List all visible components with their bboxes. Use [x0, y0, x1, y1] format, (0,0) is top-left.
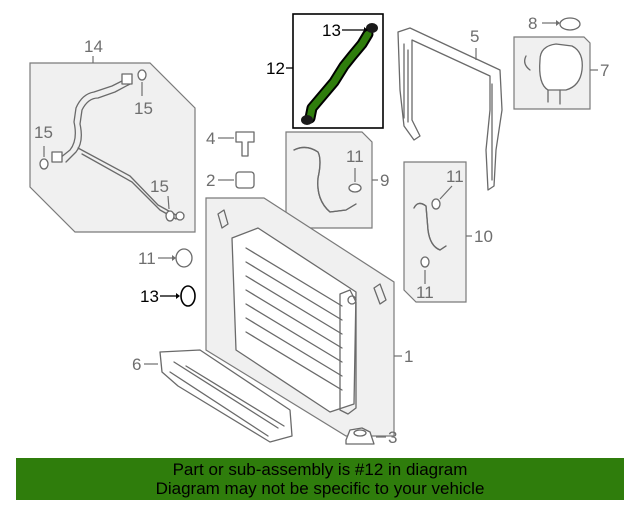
part-14-box: [29, 62, 196, 233]
leader-13a-arrow: [364, 27, 368, 33]
callout-15c[interactable]: 15: [150, 177, 169, 196]
callout-7[interactable]: 7: [600, 61, 609, 80]
leader-11d-arrow: [172, 255, 176, 261]
part-11-oring-a[interactable]: [348, 183, 362, 193]
part-5-frame: [397, 27, 503, 191]
part-11-oring-d[interactable]: [175, 248, 193, 268]
part-14-pipe-upper-b: [65, 83, 131, 163]
callout-13a[interactable]: 13: [322, 21, 341, 40]
banner-line-1: Part or sub-assembly is #12 in diagram: [172, 460, 468, 479]
leader-8-arrow: [556, 20, 560, 26]
part-15-oring-right[interactable]: [165, 210, 175, 222]
callout-4[interactable]: 4: [206, 129, 215, 148]
callout-8[interactable]: 8: [528, 14, 537, 33]
part-14-fitting-left: [51, 151, 63, 163]
part-1-side-tank: [339, 289, 357, 415]
callout-1[interactable]: 1: [404, 347, 413, 366]
part-12-hose[interactable]: [306, 30, 372, 122]
part-15-oring-left[interactable]: [39, 158, 49, 170]
part-4-clip[interactable]: [235, 131, 255, 157]
part-14-fitting-right: [175, 211, 185, 221]
callout-2[interactable]: 2: [206, 171, 215, 190]
callout-11a[interactable]: 11: [346, 147, 364, 166]
callout-10[interactable]: 10: [474, 227, 493, 246]
part-7-expansion-tank[interactable]: [524, 43, 583, 105]
part-9-hose-inner: [293, 146, 357, 213]
part-6-body: [159, 349, 293, 443]
part-1-inlet: [347, 295, 357, 305]
callout-5[interactable]: 5: [470, 27, 479, 46]
info-banner: Part or sub-assembly is #12 in diagram D…: [16, 458, 624, 500]
callout-13b[interactable]: 13: [140, 287, 159, 306]
leader-13b-arrow: [176, 293, 180, 299]
part-8-cap[interactable]: [559, 17, 581, 31]
leader-15c: [167, 195, 170, 210]
part-6-ribs: [169, 361, 285, 437]
part-1-core-fins: [245, 247, 343, 391]
callout-11c[interactable]: 11: [416, 283, 434, 302]
part-11-oring-b[interactable]: [431, 198, 441, 210]
part-2-bushing[interactable]: [235, 171, 255, 189]
callout-11b[interactable]: 11: [446, 167, 464, 186]
leader-11b: [439, 185, 453, 200]
callout-3[interactable]: 3: [388, 428, 397, 447]
part-10-hose-inner: [413, 202, 447, 251]
part-6-air-deflector[interactable]: [159, 349, 293, 443]
part-1-bracket-left: [217, 209, 229, 229]
banner-line-2: Diagram may not be specific to your vehi…: [155, 479, 485, 498]
callout-11d[interactable]: 11: [138, 249, 156, 268]
part-15-oring-top[interactable]: [137, 69, 147, 81]
callout-12[interactable]: 12: [266, 59, 285, 78]
part-14-coolant-pipe-group[interactable]: [29, 62, 196, 233]
part-7-tank-fittings: [524, 55, 561, 105]
part-12-hose-end: [301, 115, 313, 125]
part-7-tank-body: [539, 43, 583, 91]
part-1-bracket-right: [373, 283, 387, 305]
part-11-oring-c[interactable]: [420, 256, 430, 268]
callout-6[interactable]: 6: [132, 355, 141, 374]
part-10-box: [403, 161, 467, 303]
callout-9[interactable]: 9: [380, 171, 389, 190]
part-1-radiator[interactable]: [217, 209, 387, 415]
part-14-fitting-top: [121, 73, 133, 85]
part-13-clamp-top[interactable]: [366, 23, 378, 33]
part-13-oring[interactable]: [180, 285, 196, 307]
part-14-pipe-upper: [59, 77, 129, 159]
part-14-pipe-lower: [77, 147, 177, 216]
callout-15a[interactable]: 15: [134, 99, 153, 118]
callout-15b[interactable]: 15: [34, 123, 53, 142]
callout-14[interactable]: 14: [84, 37, 103, 56]
part-5-frame-ribs: [403, 43, 493, 181]
part-3-mount-top: [353, 429, 367, 437]
part-5-radiator-support[interactable]: [397, 27, 503, 191]
